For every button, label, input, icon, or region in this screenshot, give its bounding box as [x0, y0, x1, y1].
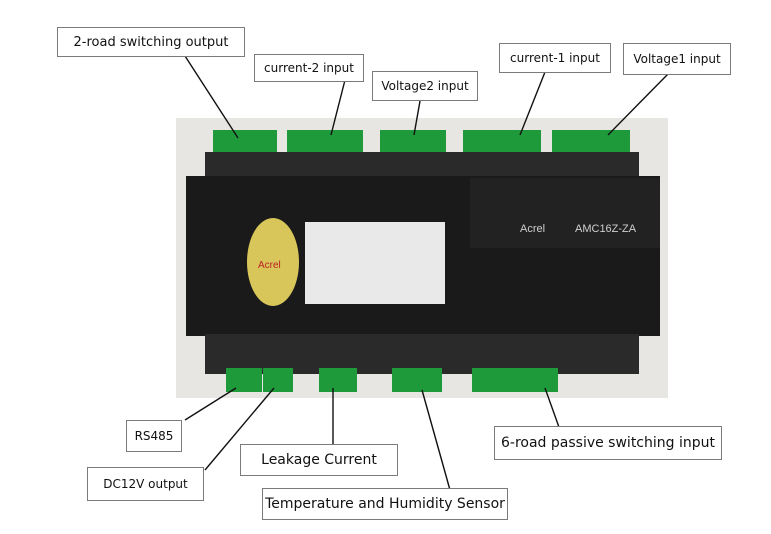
upper-rail: [205, 152, 639, 178]
label-current1-input: current-1 input: [499, 43, 611, 73]
top-terminals: [213, 130, 630, 156]
device-model-text: AMC16Z-ZA: [575, 223, 637, 235]
bottom-terminals: [226, 368, 558, 392]
label-voltage1-input: Voltage1 input: [623, 43, 731, 75]
nameplate: [305, 222, 445, 304]
label-temperature-humidity-sensor: Temperature and Humidity Sensor: [262, 488, 508, 520]
label-2road-switching-output: 2-road switching output: [57, 27, 245, 57]
label-leakage-current: Leakage Current: [240, 444, 398, 476]
lower-rail: [205, 334, 639, 374]
label-current2-input: current-2 input: [254, 54, 364, 82]
label-rs485: RS485: [126, 420, 182, 452]
device-brand-text: Acrel: [520, 223, 545, 235]
leader-lines: [184, 55, 669, 491]
label-6road-passive-switching-input: 6-road passive switching input: [494, 426, 722, 460]
label-voltage2-input: Voltage2 input: [372, 71, 478, 101]
brand-sticker: [247, 218, 299, 306]
label-dc12v-output: DC12V output: [87, 467, 204, 501]
device-right-module: [470, 178, 660, 248]
brand-sticker-text: Acrel: [258, 260, 281, 271]
